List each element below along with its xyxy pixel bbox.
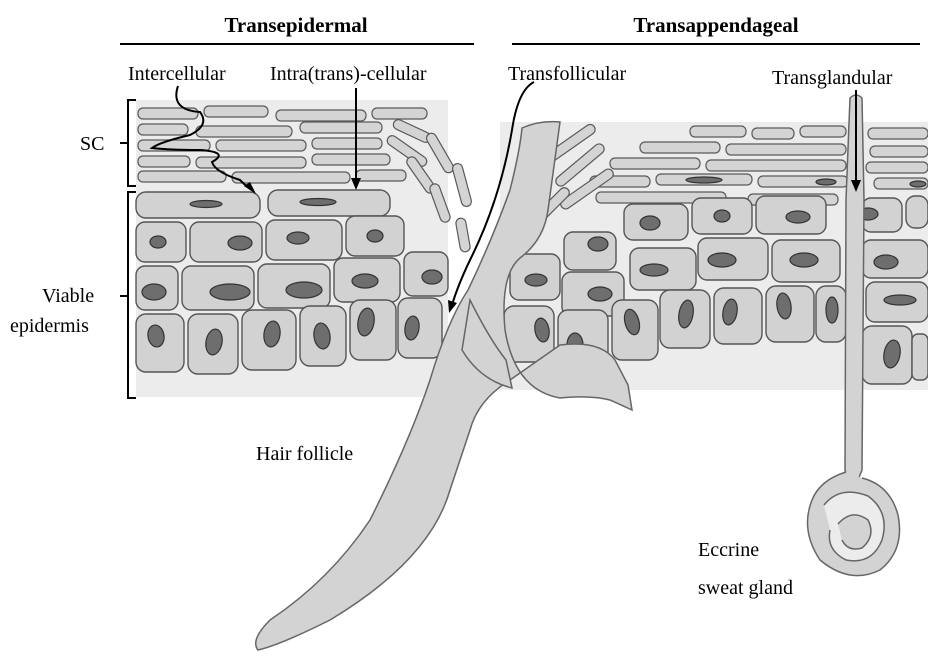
intercellular-label: Intercellular	[128, 63, 226, 85]
transglandular-label: Transglandular	[772, 67, 893, 89]
viable-epidermis-label-line1: Viable	[42, 285, 94, 307]
hair-follicle-label: Hair follicle	[256, 443, 353, 465]
sc-bracket	[120, 100, 136, 186]
transfollicular-label: Transfollicular	[508, 63, 626, 85]
sweat-gland-duct	[845, 95, 864, 480]
intracellular-label: Intra(trans)-cellular	[270, 63, 427, 85]
sweat-gland-label-line2: sweat gland	[698, 577, 793, 599]
viable-epidermis-label-line2: epidermis	[10, 315, 89, 337]
sweat-gland-coil	[808, 472, 900, 576]
transappendageal-header: Transappendageal	[633, 13, 798, 37]
transepidermal-header: Transepidermal	[224, 13, 367, 37]
viable-epidermis-bracket	[120, 192, 136, 398]
sweat-gland-label-line1: Eccrine	[698, 539, 759, 561]
sc-label: SC	[80, 133, 104, 155]
